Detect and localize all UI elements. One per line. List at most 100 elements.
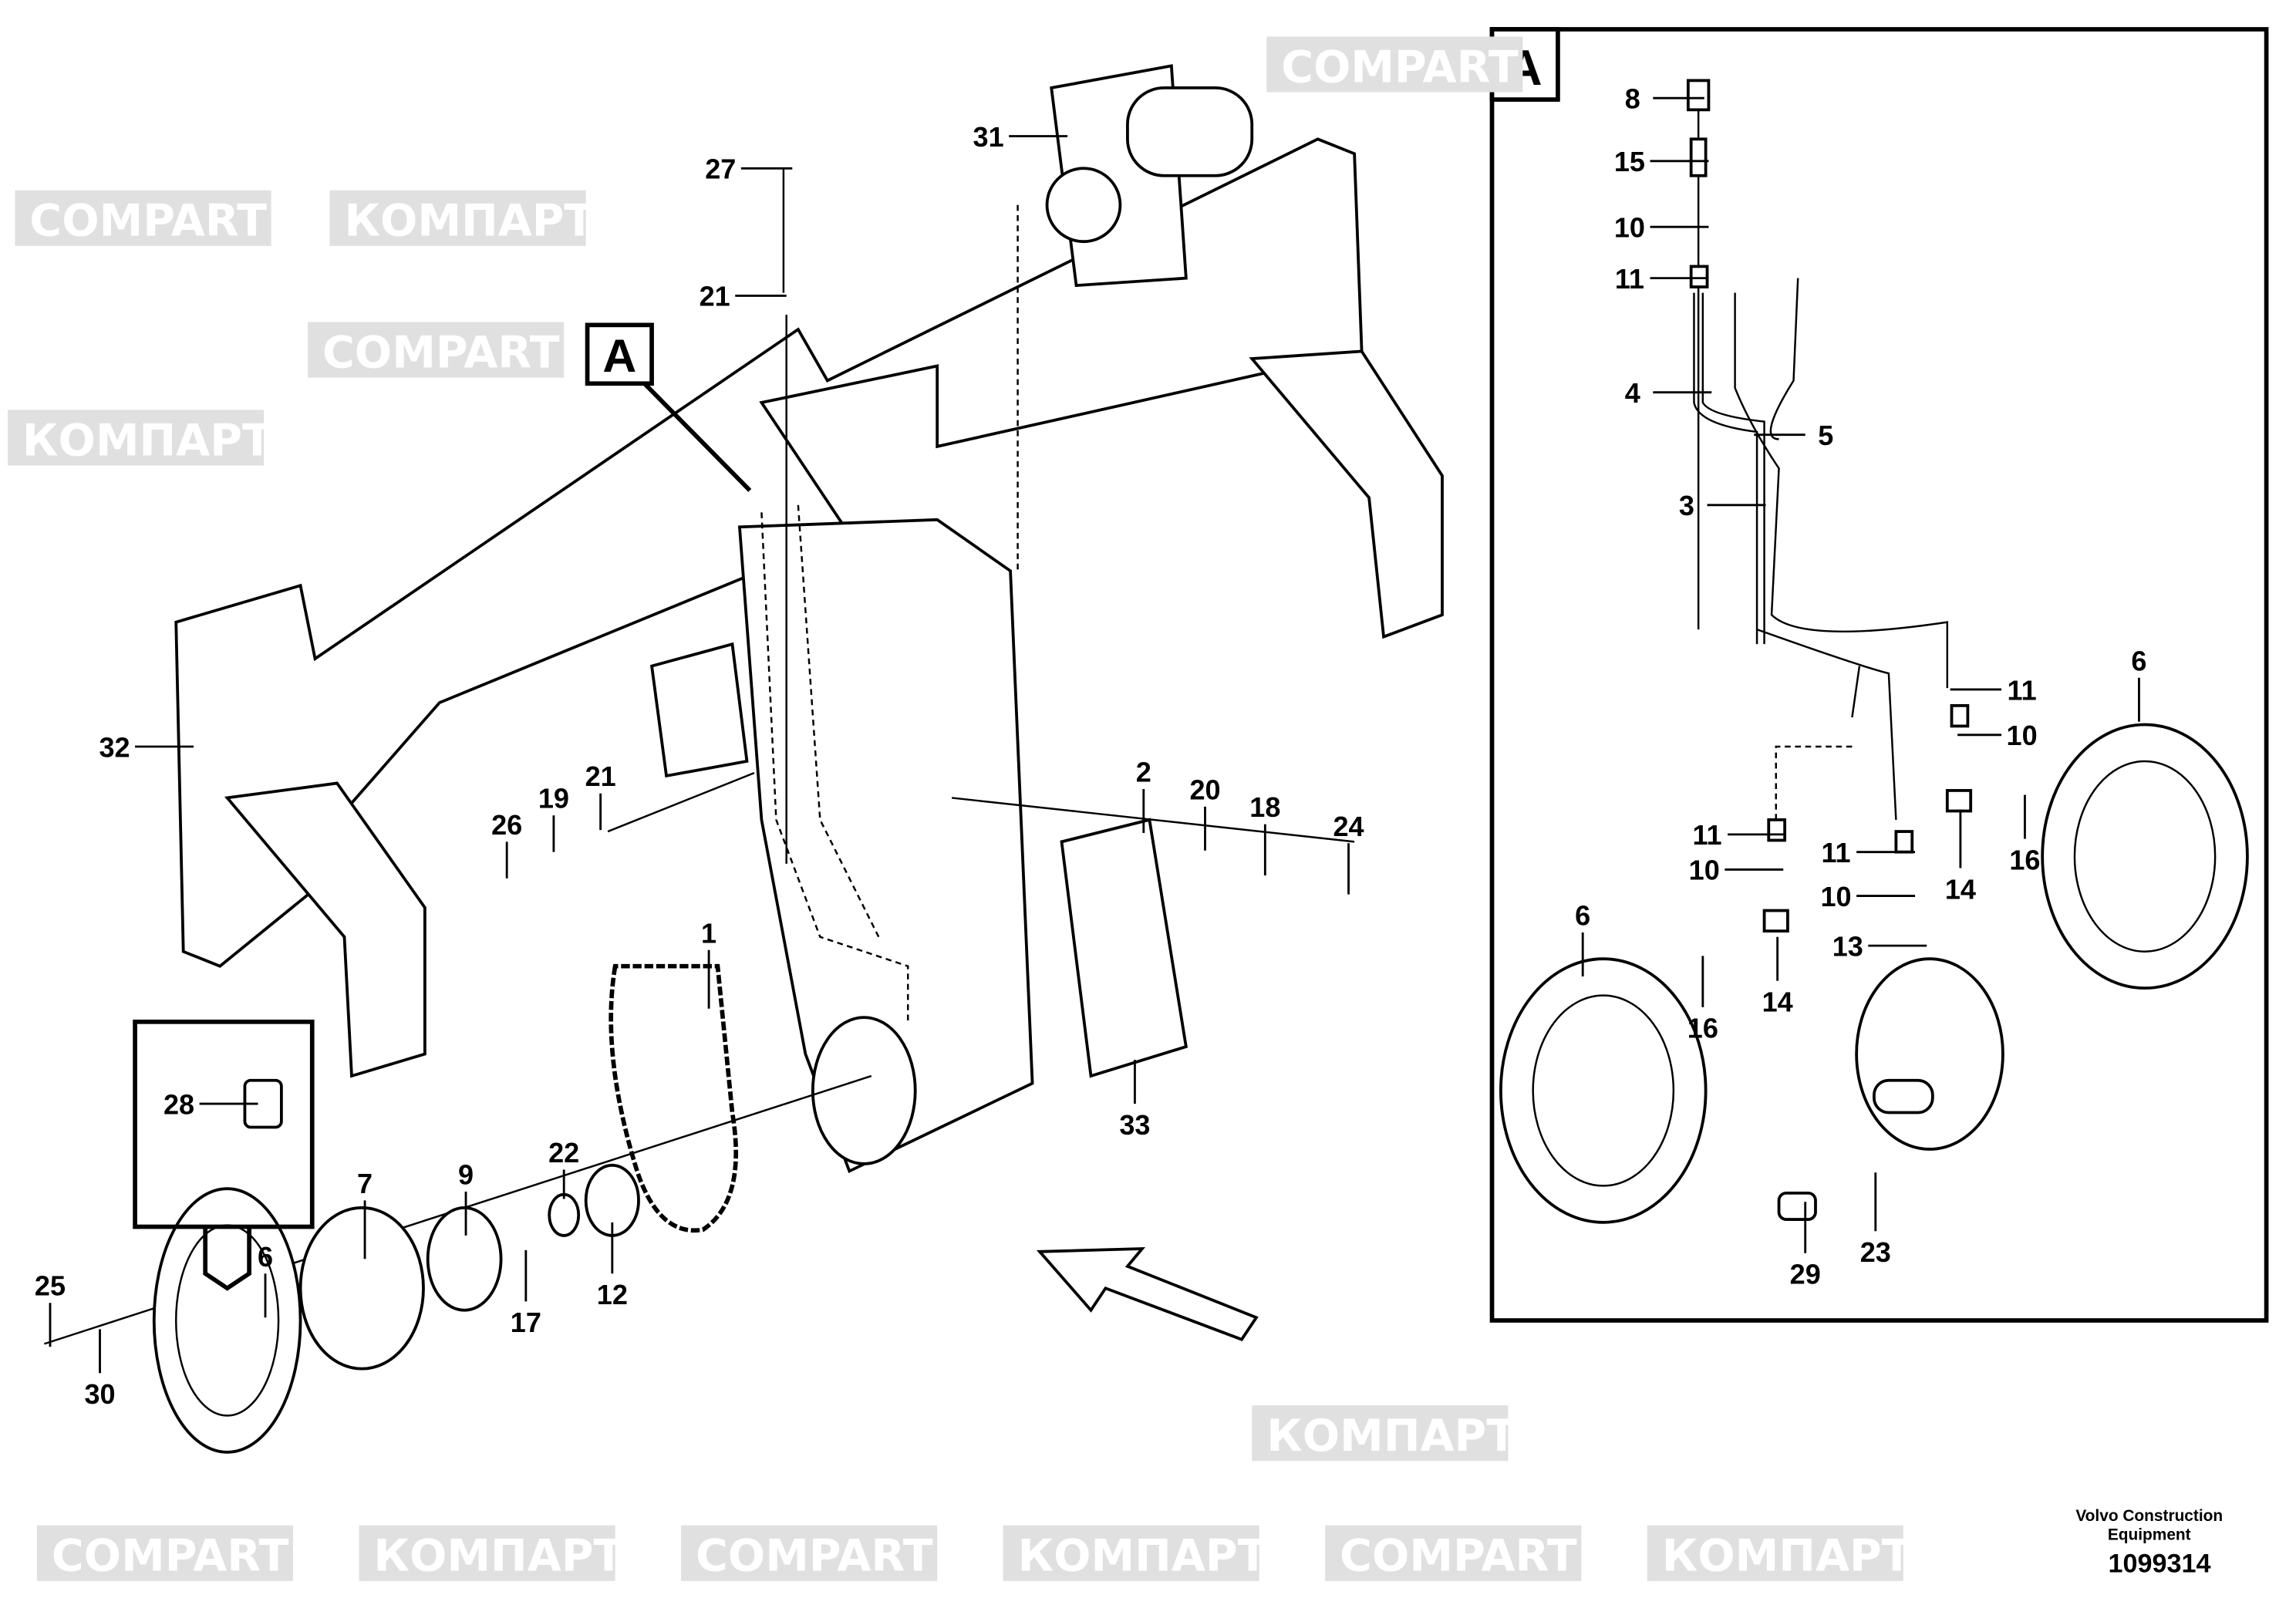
callout-number: 15 (1614, 146, 1645, 177)
callout-number: 19 (538, 783, 569, 814)
watermark: КОМПАРТ (1647, 1525, 1912, 1582)
callout-item-11: 11 (1822, 837, 1916, 868)
callout-number: 11 (2008, 674, 2037, 706)
callout-item-11: 11 (1692, 819, 1787, 851)
callout-item-6: 6 (258, 1241, 273, 1318)
callout-item-22: 22 (548, 1137, 579, 1199)
callout-item-4: 4 (1625, 377, 1712, 409)
company-name-line1: Volvo Construction (2075, 1507, 2223, 1525)
callout-number: 5 (1818, 420, 1833, 451)
callout-number: 12 (597, 1279, 628, 1310)
frame-assembly (44, 64, 1444, 1454)
watermark-text: КОМПАРТ (1662, 1531, 1912, 1582)
callout-item-12: 12 (597, 1222, 628, 1310)
callout-item-8: 8 (1625, 83, 1704, 114)
watermark-text: COMPART (322, 327, 560, 378)
callout-number: 14 (1945, 873, 1976, 905)
callout-item-18: 18 (1249, 791, 1280, 876)
callout-number: 23 (1860, 1236, 1891, 1268)
watermark: КОМПАРТ (1252, 1405, 1516, 1462)
callout-number: 16 (2009, 844, 2040, 875)
watermark-text: КОМПАРТ (22, 415, 272, 466)
callout-item-27: 27 (705, 153, 793, 185)
item-28-callout-box (133, 1019, 315, 1229)
callout-item-11: 11 (1615, 263, 1709, 295)
company-name-line2: Equipment (2108, 1526, 2191, 1544)
callout-number: 6 (1575, 900, 1590, 932)
callout-number: 1 (701, 917, 716, 949)
callout-number: 28 (164, 1088, 194, 1120)
callout-number: 6 (2131, 645, 2146, 676)
callout-number: 20 (1189, 774, 1220, 805)
callout-item-11: 11 (1950, 674, 2037, 706)
watermark-text: COMPART (696, 1531, 933, 1582)
watermark: COMPART (1266, 36, 1523, 93)
callout-item-26: 26 (491, 809, 522, 878)
watermark: COMPART (308, 322, 565, 378)
watermark-text: КОМПАРТ (1018, 1531, 1268, 1582)
callout-number: 2 (1136, 757, 1151, 788)
watermark-text: COMPART (29, 196, 267, 247)
callout-layer: 31 27 21 32 26 19 21 2 20 18 24 1 28 7 9 22 6 17 12 25 30 33 8… (35, 83, 2147, 1410)
callout-item-13: 13 (1832, 930, 1927, 962)
callout-number: 33 (1119, 1109, 1150, 1141)
callout-item-9: 9 (458, 1158, 474, 1236)
watermark: COMPART (15, 190, 271, 247)
callout-item-28: 28 (164, 1088, 258, 1120)
callout-number: 21 (700, 281, 730, 312)
callout-item-21: 21 (585, 760, 616, 831)
watermark-layer: COMPART КОМПАРТ COMPART КОМПАРТ COMPART КОМПА… (7, 36, 1912, 1582)
watermark: COMPART (681, 1525, 938, 1582)
watermark: КОМПАРТ (359, 1525, 623, 1582)
callout-number: 27 (705, 153, 736, 185)
callout-number: 4 (1625, 377, 1640, 409)
callout-number: 21 (585, 760, 616, 792)
watermark: КОМПАРТ (7, 410, 272, 466)
watermark: КОМПАРТ (329, 190, 595, 247)
callout-item-6: 6 (2131, 645, 2146, 722)
callout-item-24: 24 (1333, 811, 1364, 895)
callout-item-10: 10 (1821, 881, 1916, 912)
callout-number: 30 (84, 1378, 115, 1410)
footer: Volvo Construction Equipment 1099314 (2075, 1507, 2223, 1578)
callout-item-6: 6 (1575, 900, 1590, 976)
watermark-text: COMPART (52, 1531, 289, 1582)
callout-item-14: 14 (1762, 936, 1793, 1018)
callout-number: 17 (511, 1307, 541, 1338)
callout-item-21: 21 (700, 281, 787, 312)
callout-number: 8 (1625, 83, 1640, 114)
callout-number: 9 (458, 1158, 474, 1190)
callout-number: 3 (1679, 490, 1694, 521)
callout-number: 14 (1762, 986, 1793, 1018)
callout-item-2: 2 (1136, 757, 1151, 833)
callout-item-17: 17 (511, 1249, 541, 1338)
callout-number: 10 (2007, 720, 2038, 751)
watermark-text: КОМПАРТ (373, 1531, 623, 1582)
watermark-text: COMPART (1340, 1531, 1577, 1582)
watermark: COMPART (36, 1525, 294, 1582)
callout-number: 26 (491, 809, 522, 841)
callout-item-19: 19 (538, 783, 569, 852)
callout-item-16: 16 (1687, 956, 1718, 1044)
watermark: КОМПАРТ (1003, 1525, 1268, 1582)
callout-number: 25 (35, 1270, 66, 1302)
watermark-text: КОМПАРТ (344, 196, 594, 247)
callout-number: 22 (548, 1137, 579, 1168)
callout-number: 10 (1614, 211, 1645, 243)
detail-a-inset: A (1489, 27, 2269, 1323)
callout-item-33: 33 (1119, 1060, 1150, 1141)
callout-number: 11 (1822, 837, 1851, 868)
callout-item-25: 25 (35, 1270, 66, 1347)
callout-number: 11 (1692, 819, 1721, 851)
drawing-number: 1099314 (2109, 1549, 2211, 1578)
watermark-text: COMPART (1281, 42, 1519, 93)
callout-number: 31 (973, 121, 1004, 153)
watermark-text: КОМПАРТ (1266, 1411, 1516, 1462)
callout-number: 16 (1687, 1013, 1718, 1044)
callout-item-32: 32 (99, 731, 194, 763)
callout-item-5: 5 (1754, 420, 1833, 451)
callout-item-16: 16 (2009, 794, 2040, 875)
callout-item-1: 1 (701, 917, 716, 1009)
callout-number: 7 (357, 1168, 373, 1199)
